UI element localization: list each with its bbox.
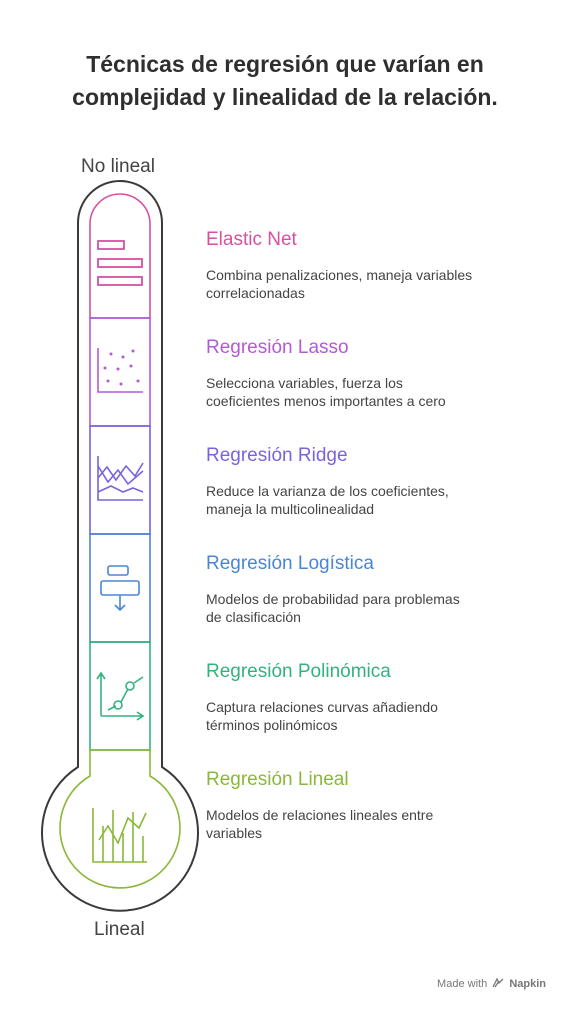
scatter-icon	[97, 348, 143, 393]
segment-ridge	[89, 425, 151, 535]
made-with-footer[interactable]: Made with Napkin	[437, 977, 546, 990]
item-description-line: maneja la multicolinealidad	[206, 501, 375, 517]
item-name: Regresión Logística	[206, 553, 374, 574]
item-description: Combina penalizaciones, maneja variables…	[206, 266, 536, 302]
item-description: Modelos de probabilidad para problemas d…	[206, 590, 536, 626]
scale-top-label: No lineal	[81, 156, 155, 177]
segment-polinomica	[89, 641, 151, 751]
flow-icon	[100, 565, 140, 612]
item-description-line: términos polinómicos	[206, 717, 338, 733]
item-description-line: de clasificación	[206, 609, 301, 625]
scale-bottom-label: Lineal	[94, 919, 145, 940]
item-logistica: Regresión Logística Modelos de probabili…	[206, 553, 536, 626]
title-line-1: Técnicas de regresión que varían en	[86, 51, 484, 77]
item-description-line: Modelos de probabilidad para problemas	[206, 591, 460, 607]
item-name: Regresión Polinómica	[206, 661, 391, 682]
item-description: Reduce la varianza de los coeficientes, …	[206, 482, 536, 518]
item-description: Captura relaciones curvas añadiendo térm…	[206, 698, 536, 734]
item-name: Regresión Ridge	[206, 445, 348, 466]
item-description-line: Reduce la varianza de los coeficientes,	[206, 483, 449, 499]
thermometer-outline	[41, 180, 199, 912]
segment-logistica	[89, 533, 151, 643]
diagram-title: Técnicas de regresión que varían en comp…	[0, 48, 570, 114]
item-name: Regresión Lasso	[206, 337, 349, 358]
napkin-logo-icon	[492, 977, 504, 988]
segment-lasso	[89, 317, 151, 427]
item-elastic-net: Elastic Net Combina penalizaciones, mane…	[206, 229, 536, 302]
title-line-2: complejidad y linealidad de la relación.	[72, 84, 498, 110]
item-description-line: Selecciona variables, fuerza los	[206, 375, 403, 391]
item-description: Selecciona variables, fuerza los coefici…	[206, 374, 536, 410]
item-description-line: variables	[206, 825, 263, 841]
segment-elastic-net	[89, 193, 151, 319]
footer-brand: Napkin	[509, 978, 546, 990]
segment-lineal-bulb	[59, 749, 181, 889]
item-lineal: Regresión Lineal Modelos de relaciones l…	[206, 769, 536, 842]
item-description-line: coeficientes menos importantes a cero	[206, 393, 446, 409]
item-ridge: Regresión Ridge Reduce la varianza de lo…	[206, 445, 536, 518]
curve-chart-icon	[96, 671, 145, 721]
item-name: Regresión Lineal	[206, 769, 349, 790]
footer-prefix: Made with	[437, 978, 488, 990]
rows-icon	[97, 240, 143, 286]
multi-line-icon	[97, 456, 144, 501]
item-description: Modelos de relaciones lineales entre var…	[206, 806, 536, 842]
item-polinomica: Regresión Polinómica Captura relaciones …	[206, 661, 536, 734]
item-description-line: Captura relaciones curvas añadiendo	[206, 699, 438, 715]
item-description-line: Combina penalizaciones, maneja variables	[206, 267, 473, 283]
item-name: Elastic Net	[206, 229, 297, 250]
item-lasso: Regresión Lasso Selecciona variables, fu…	[206, 337, 536, 410]
line-bar-chart-icon	[92, 808, 147, 863]
item-description-line: correlacionadas	[206, 285, 305, 301]
item-description-line: Modelos de relaciones lineales entre	[206, 807, 434, 823]
